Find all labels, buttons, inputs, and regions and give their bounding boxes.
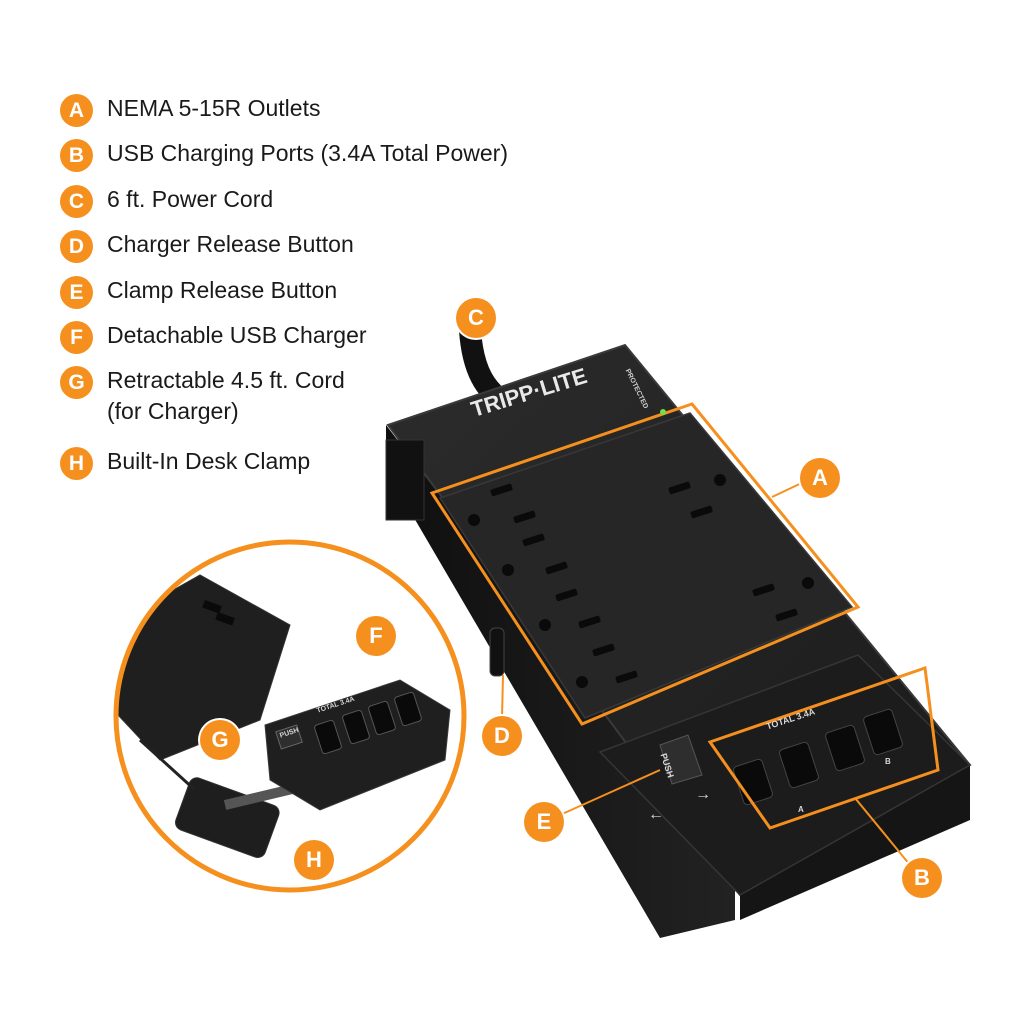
callout-c: C bbox=[456, 298, 496, 338]
legend-badge-h: H bbox=[60, 447, 93, 480]
callout-f: F bbox=[356, 616, 396, 656]
legend-label-a: NEMA 5-15R Outlets bbox=[107, 95, 321, 121]
legend-label-f: Detachable USB Charger bbox=[107, 322, 367, 348]
charger-release-button[interactable] bbox=[489, 627, 505, 677]
legend-label-h: Built-In Desk Clamp bbox=[107, 448, 311, 474]
legend-badge-e: E bbox=[60, 276, 93, 309]
push-button[interactable] bbox=[659, 734, 703, 785]
legend-item-b: B USB Charging Ports (3.4A Total Power) bbox=[60, 138, 508, 172]
legend-item-d: D Charger Release Button bbox=[60, 229, 354, 263]
legend-item-g: G Retractable 4.5 ft. Cord (for Charger) bbox=[60, 365, 345, 427]
legend-label-d: Charger Release Button bbox=[107, 231, 354, 257]
callout-g: G bbox=[200, 720, 240, 760]
legend-badge-b: B bbox=[60, 139, 93, 172]
legend-item-f: F Detachable USB Charger bbox=[60, 320, 367, 354]
outlet-slots bbox=[468, 474, 814, 688]
outlet-panel bbox=[438, 412, 854, 719]
legend-item-e: E Clamp Release Button bbox=[60, 275, 337, 309]
callout-b: B bbox=[902, 858, 942, 898]
outlet-highlight bbox=[429, 402, 861, 726]
legend-item-c: C 6 ft. Power Cord bbox=[60, 184, 273, 218]
legend-label-e: Clamp Release Button bbox=[107, 277, 338, 303]
callout-a: A bbox=[800, 458, 840, 498]
port-a-label: A bbox=[798, 805, 804, 814]
legend-item-h: H Built-In Desk Clamp bbox=[60, 446, 310, 480]
device-end-cap bbox=[385, 439, 425, 521]
callout-e: E bbox=[524, 802, 564, 842]
legend-label-c: 6 ft. Power Cord bbox=[107, 186, 274, 212]
legend-label-g-line2: (for Charger) bbox=[107, 398, 239, 424]
legend-badge-c: C bbox=[60, 185, 93, 218]
legend-badge-d: D bbox=[60, 230, 93, 263]
arrow-right-icon: → bbox=[695, 786, 711, 803]
legend-label-b: USB Charging Ports (3.4A Total Power) bbox=[107, 140, 508, 166]
callout-d: D bbox=[482, 716, 522, 756]
legend-badge-f: F bbox=[60, 321, 93, 354]
protected-led bbox=[660, 409, 666, 415]
arrow-left-icon: ← bbox=[648, 806, 664, 823]
legend-label-g-line1: Retractable 4.5 ft. Cord bbox=[107, 367, 345, 393]
callout-h: H bbox=[294, 840, 334, 880]
legend-badge-g: G bbox=[60, 366, 93, 399]
charger-detail-inset bbox=[113, 539, 467, 893]
legend-badge-a: A bbox=[60, 94, 93, 127]
device-front-edge bbox=[740, 765, 970, 920]
legend-label-g: Retractable 4.5 ft. Cord (for Charger) bbox=[107, 365, 345, 427]
port-b-label: B bbox=[885, 757, 891, 766]
usb-highlight bbox=[707, 665, 940, 830]
legend-item-a: A NEMA 5-15R Outlets bbox=[60, 93, 320, 127]
usb-ports bbox=[733, 708, 903, 806]
power-cord bbox=[459, 319, 503, 403]
